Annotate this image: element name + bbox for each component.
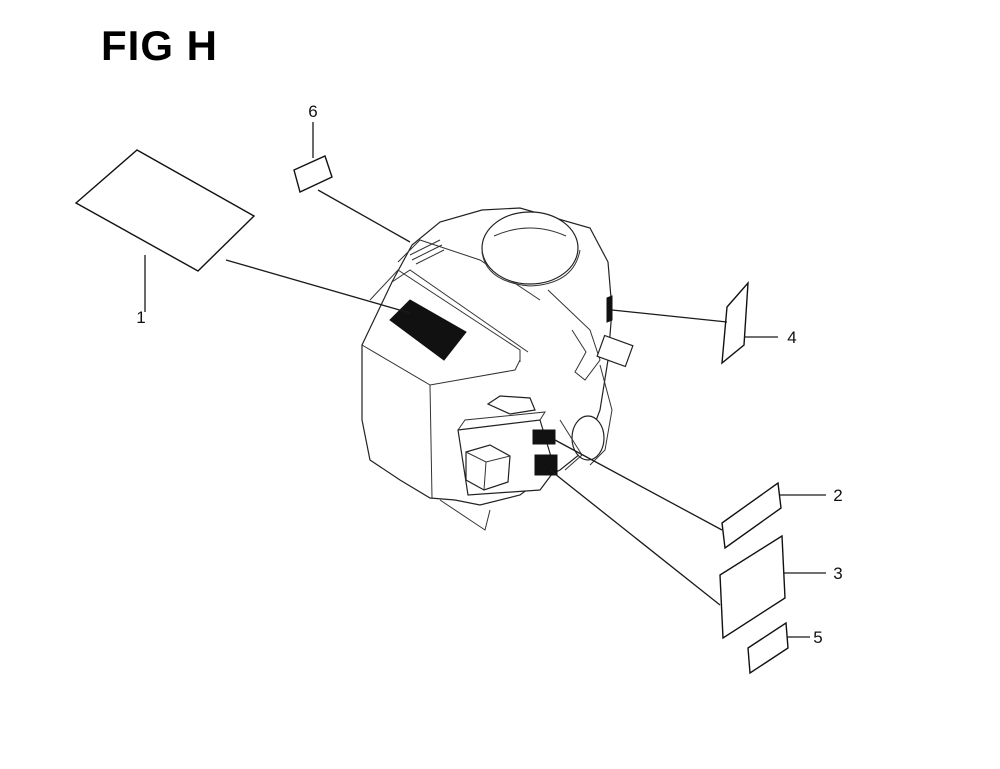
part-4-decal: 4 xyxy=(611,280,797,365)
engine-decal-small-upper xyxy=(532,429,556,445)
callout-1: 1 xyxy=(136,308,145,327)
engine-decal-side xyxy=(606,295,613,323)
part-2-label: 2 xyxy=(554,439,843,550)
callout-3: 3 xyxy=(833,564,842,583)
engine-assembly xyxy=(361,207,634,531)
part-1-label-sheet: 1 xyxy=(74,149,411,327)
callout-2: 2 xyxy=(833,486,842,505)
engine-decal-main xyxy=(389,299,467,361)
part-6-label: 6 xyxy=(293,102,411,243)
callout-4: 4 xyxy=(787,328,796,347)
callout-6: 6 xyxy=(308,102,317,121)
figure-title: FIG H xyxy=(101,22,218,69)
engine-decal-small-lower xyxy=(534,454,558,476)
part-5-label: 5 xyxy=(747,621,823,675)
callout-5: 5 xyxy=(813,628,822,647)
part-3-label: 3 xyxy=(549,469,843,640)
